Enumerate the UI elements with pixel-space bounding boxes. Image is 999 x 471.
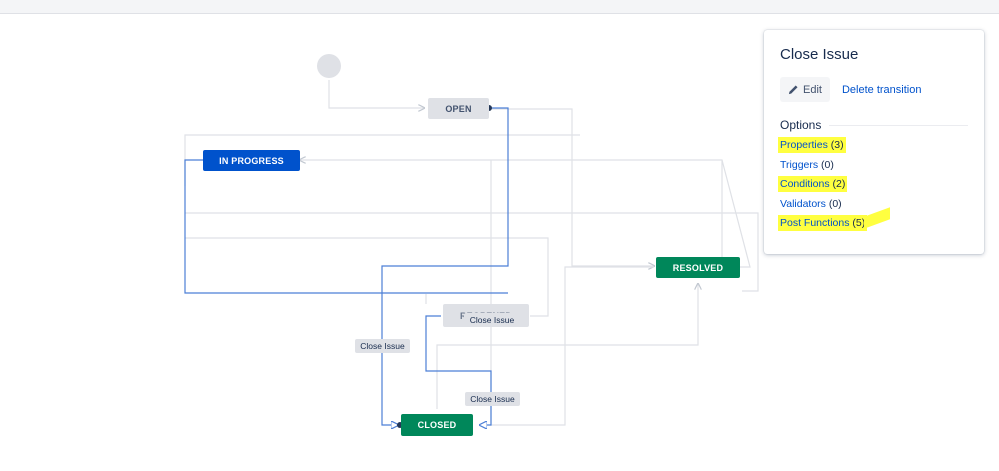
panel-actions: Edit Delete transition [780, 77, 968, 102]
options-divider [829, 124, 968, 126]
option-properties[interactable]: Properties (3) [780, 139, 844, 151]
options-heading: Options [780, 118, 822, 132]
edit-button[interactable]: Edit [780, 77, 830, 102]
edit-button-label: Edit [803, 83, 822, 96]
transition-mid-band [185, 212, 759, 292]
transition-label-close-issue[interactable]: Close Issue [464, 313, 520, 327]
transition-label-close-issue[interactable]: Close Issue [465, 392, 520, 406]
status-open[interactable]: OPEN [428, 98, 489, 119]
workflow-canvas: OPEN IN PROGRESS RESOLVED REOPENED CLOSE… [0, 14, 999, 471]
status-in-progress[interactable]: IN PROGRESS [203, 150, 300, 171]
transition-closed-resolved [490, 266, 654, 426]
option-validators[interactable]: Validators (0) [780, 197, 842, 210]
selected-transition-reopened-closed [425, 315, 492, 425]
top-bar [0, 0, 999, 14]
selected-transition-inprogress-closed [184, 159, 508, 294]
transition-start-open [328, 80, 424, 108]
selected-transition-open-closed [381, 107, 509, 425]
delete-transition-link[interactable]: Delete transition [841, 83, 922, 96]
transition-details-panel: Close Issue Edit Delete transition Optio… [764, 30, 984, 254]
option-post-functions[interactable]: Post Functions (5) [780, 217, 866, 229]
pencil-icon [788, 85, 798, 95]
transition-lines [184, 80, 759, 471]
workflow-start-node[interactable] [317, 54, 341, 78]
options-list: Properties (3) Triggers (0) Conditions (… [780, 136, 968, 234]
transition-label-close-issue[interactable]: Close Issue [355, 339, 410, 353]
transition-band-2 [185, 237, 549, 317]
status-closed[interactable]: CLOSED [401, 414, 473, 436]
option-triggers[interactable]: Triggers (0) [780, 158, 834, 171]
option-conditions[interactable]: Conditions (2) [780, 178, 846, 190]
status-resolved[interactable]: RESOLVED [656, 257, 740, 278]
panel-title: Close Issue [780, 46, 859, 63]
transition-reopened-resolved [436, 284, 698, 409]
transition-open-resolved [489, 108, 654, 266]
